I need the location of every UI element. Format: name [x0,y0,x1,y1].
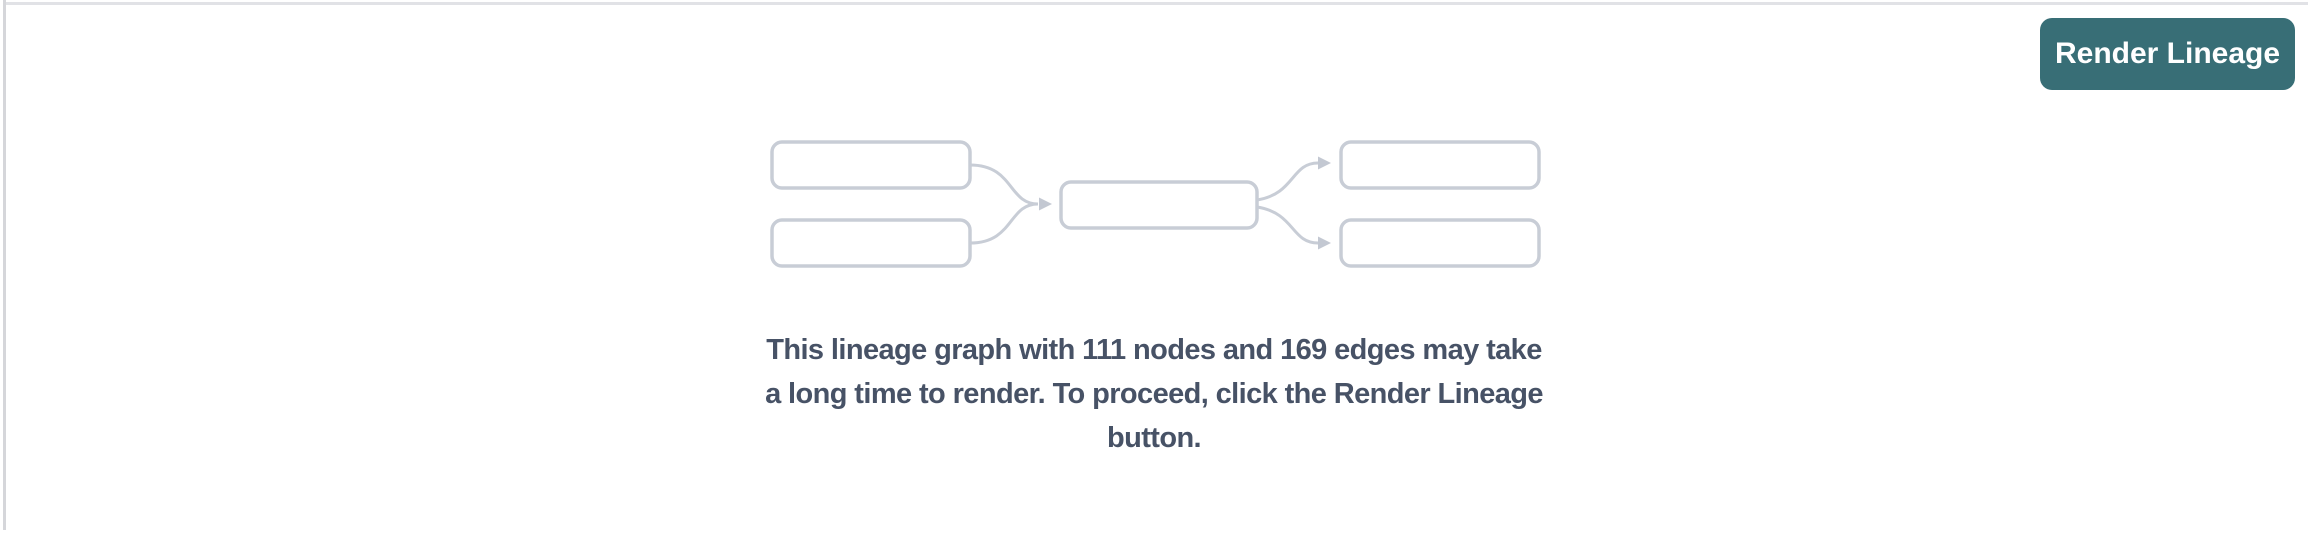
arrowhead-icon [1039,197,1052,211]
top-divider [6,2,2308,5]
render-lineage-button[interactable]: Render Lineage [2040,18,2295,90]
lineage-preview-graphic [770,140,1541,268]
preview-node [770,140,972,190]
preview-edge [969,202,1039,245]
preview-nodes [770,140,1541,268]
arrowhead-icon [1318,156,1331,170]
preview-node [1059,180,1259,230]
preview-node [770,218,972,268]
preview-edge [1256,205,1319,245]
preview-edge [1256,161,1319,202]
left-divider [3,0,6,530]
preview-arrowheads [1039,156,1331,250]
message-line: button. [1106,422,1202,454]
preview-node [1339,218,1541,268]
render-gate-content: This lineage graph with 111 nodes and 16… [744,138,1564,460]
preview-edge [969,163,1039,206]
preview-edges [969,161,1319,245]
message-line: a long time to render. To proceed, click… [765,378,1543,410]
preview-node [1339,140,1541,190]
render-warning-message: This lineage graph with 111 nodes and 16… [765,328,1543,460]
message-line: This lineage graph with 111 nodes and 16… [766,334,1542,366]
arrowhead-icon [1318,236,1331,250]
